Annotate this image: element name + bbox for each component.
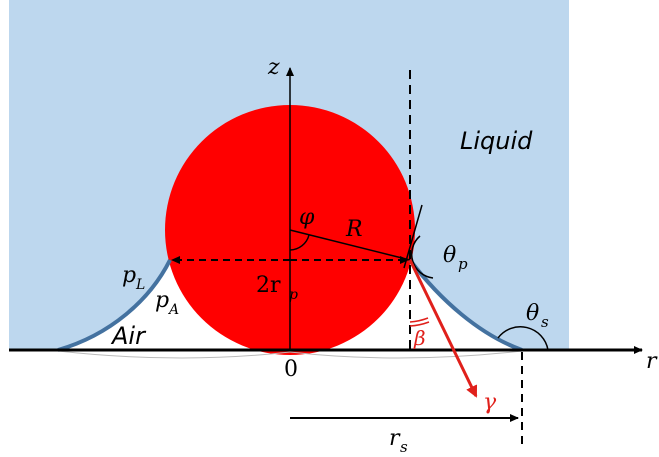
svg-text:s: s: [541, 313, 549, 331]
pL-label: p L: [122, 263, 145, 293]
theta-p-arc: [410, 235, 434, 279]
liquid-label: Liquid: [460, 127, 533, 155]
origin-label: 0: [284, 357, 298, 382]
svg-text:θ: θ: [526, 301, 539, 326]
svg-text:r: r: [389, 426, 401, 451]
svg-text:p: p: [122, 263, 136, 288]
svg-text:2r: 2r: [256, 273, 281, 298]
phi-label: φ: [299, 205, 315, 230]
meniscus-left: [57, 259, 172, 352]
gamma-label: γ: [483, 390, 497, 415]
gamma-force-arrow: [408, 259, 478, 398]
beta-arc-inner: [409, 321, 430, 327]
phi-arc: [289, 234, 310, 251]
z-axis-label: z: [267, 55, 280, 80]
svg-text:s: s: [400, 438, 408, 456]
svg-text:p: p: [458, 255, 468, 273]
beta-label: β: [413, 326, 426, 350]
pA-label: p A: [155, 288, 179, 318]
theta-s-label: θ s: [526, 301, 549, 331]
theta-p-label: θ p: [443, 243, 468, 273]
r-axis-label: r: [646, 349, 658, 374]
rs-label: r s: [389, 426, 408, 456]
svg-text:θ: θ: [443, 243, 456, 268]
tangent-line: [403, 204, 423, 269]
air-label: Air: [110, 322, 147, 350]
radius-label: R: [345, 217, 363, 242]
air-pocket-right: [410, 262, 522, 350]
radius-line: [289, 229, 411, 261]
svg-text:p: p: [155, 288, 169, 313]
svg-text:L: L: [135, 277, 145, 293]
svg-text:A: A: [167, 302, 179, 318]
beta-arc: [409, 317, 429, 323]
diameter-label: 2r p: [256, 273, 298, 303]
faint-curve-left: [57, 350, 291, 359]
svg-text:p: p: [289, 287, 298, 303]
theta-s-arc: [497, 326, 549, 351]
faint-curve-right: [289, 350, 523, 359]
air-pocket-left: [58, 262, 170, 350]
